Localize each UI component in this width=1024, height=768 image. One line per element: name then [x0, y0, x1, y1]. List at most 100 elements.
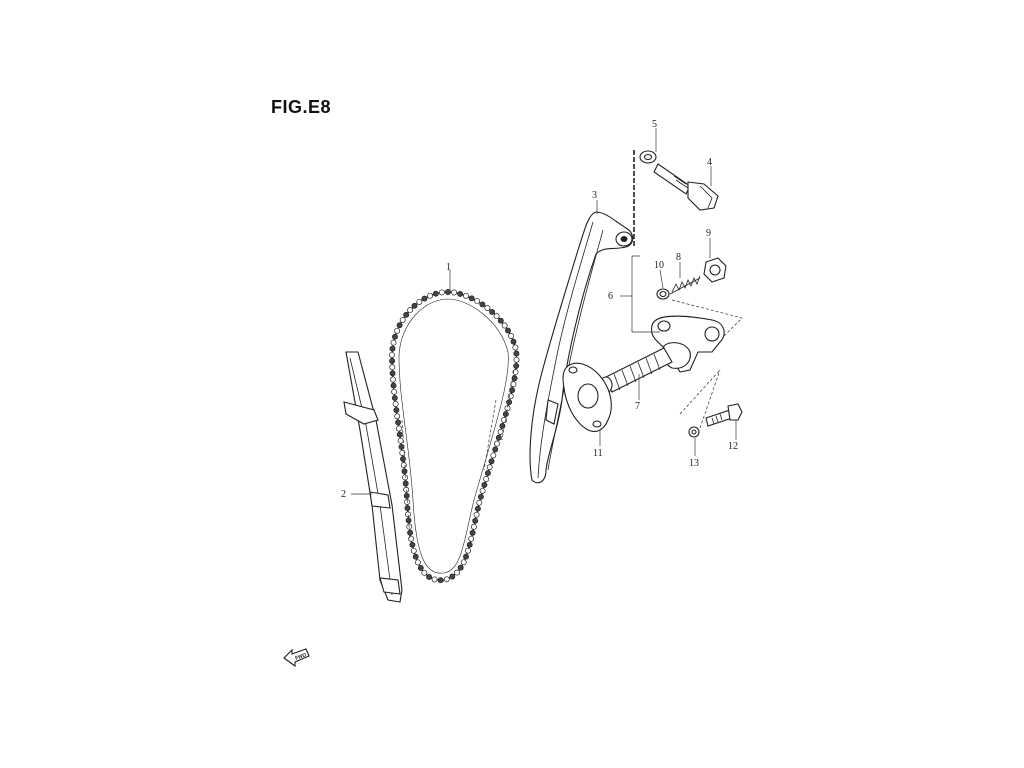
chain-link [474, 505, 481, 512]
chain-link [501, 417, 508, 423]
chain-link [400, 462, 407, 469]
chain-link [390, 339, 397, 346]
callout-1: 1 [446, 262, 451, 273]
chain-link [392, 401, 399, 407]
chain-link [513, 356, 520, 363]
chain-link [511, 375, 518, 382]
chain-link [508, 333, 514, 339]
chain-link [463, 553, 469, 560]
chain-link [476, 499, 483, 506]
chain-link [509, 387, 516, 394]
chain-link [407, 529, 414, 536]
chain-link [492, 446, 499, 453]
chain-link [432, 290, 439, 297]
tensioner-spring [669, 275, 701, 295]
tensioner-body [650, 299, 743, 373]
hex-bolt [653, 163, 719, 211]
chain-link [390, 382, 397, 389]
chain-link [489, 308, 496, 315]
chain-link [389, 351, 395, 358]
callout-labels: 1 2 3 4 5 6 7 8 9 10 11 12 13 [341, 119, 738, 500]
chain-link [392, 333, 398, 340]
chain-link [497, 317, 504, 324]
chain-link [395, 425, 402, 432]
chain-link [512, 344, 519, 351]
chain-link [438, 289, 445, 296]
chain-link [431, 576, 438, 583]
chain-link [410, 547, 417, 554]
callout-5: 5 [652, 119, 657, 130]
chain-link [394, 327, 401, 334]
chain-link [389, 364, 396, 371]
chain-link [396, 322, 403, 329]
chain-link [504, 405, 511, 412]
chain-link [460, 559, 467, 566]
chain-link [510, 338, 517, 345]
chain-link [421, 295, 428, 302]
chain-link [443, 576, 450, 583]
chain-link [407, 307, 414, 314]
callout-12: 12 [728, 441, 738, 452]
chain-link [510, 381, 517, 388]
chain-link [479, 487, 486, 494]
callout-4: 4 [707, 157, 712, 168]
o-ring [656, 288, 670, 300]
callout-10: 10 [654, 260, 664, 271]
chain-link [497, 428, 504, 435]
small-bolt [705, 403, 743, 427]
chain-link [484, 470, 491, 477]
chain-link [484, 305, 491, 311]
chain-link [474, 298, 481, 305]
chain-link [445, 289, 451, 295]
chain-link [390, 376, 396, 383]
chain-link [507, 393, 514, 400]
chain-link [454, 569, 460, 576]
chain-link [437, 577, 444, 584]
chain-link [401, 468, 408, 475]
chain-link [449, 573, 456, 580]
callout-11: 11 [593, 448, 603, 459]
chain-link [479, 301, 486, 308]
chain-link [394, 413, 401, 420]
chain-link [427, 292, 433, 299]
chain-link [469, 529, 476, 536]
small-washer [679, 369, 721, 438]
chain-link [495, 434, 502, 441]
chain-link [472, 517, 479, 524]
chain-link [389, 358, 396, 364]
chain-link [457, 564, 464, 571]
callout-2: 2 [341, 489, 346, 500]
chain-link [465, 547, 471, 554]
chain-link [486, 464, 493, 471]
chain-link [416, 298, 423, 305]
tensioner-plunger [599, 347, 673, 394]
leader-lines [351, 128, 737, 495]
chain-link [393, 407, 400, 414]
chain-link [468, 295, 475, 302]
chain-link [483, 476, 490, 482]
chain-link [451, 289, 458, 296]
chain-link [470, 523, 477, 530]
chain-link [490, 452, 497, 459]
chain-link [399, 449, 406, 456]
chain-link [395, 419, 402, 426]
callout-7: 7 [635, 401, 640, 412]
chain-link [403, 311, 410, 318]
callout-13: 13 [689, 458, 699, 469]
chain-link [403, 486, 410, 493]
chain-link [404, 499, 411, 505]
chain-link [513, 362, 520, 369]
chain-link [414, 559, 421, 566]
chain-link [402, 480, 409, 487]
chain-link [457, 290, 464, 297]
chain-link [402, 474, 409, 481]
chain-link [463, 292, 469, 299]
chain-link [391, 388, 398, 395]
chain-link [389, 370, 396, 377]
chain-link [477, 493, 484, 500]
gasket [562, 362, 612, 433]
cam-chain [389, 289, 520, 584]
chain-link [397, 437, 404, 444]
callout-8: 8 [676, 252, 681, 263]
figure-title: FIG.E8 [271, 97, 332, 117]
